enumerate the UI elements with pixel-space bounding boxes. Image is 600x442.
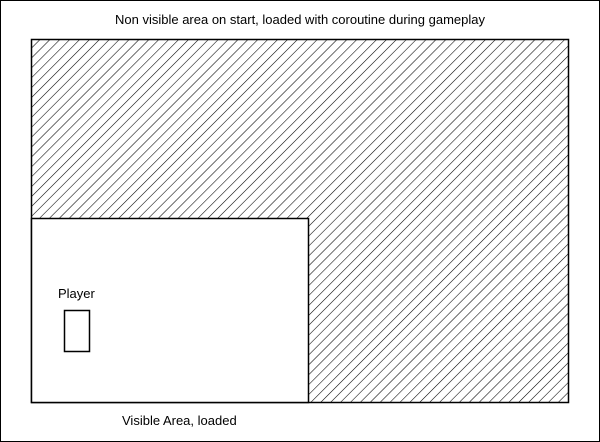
player-marker — [63, 309, 91, 353]
non-visible-area-caption: Non visible area on start, loaded with c… — [115, 12, 485, 27]
visible-area-caption: Visible Area, loaded — [122, 413, 237, 428]
player-label: Player — [58, 286, 95, 301]
